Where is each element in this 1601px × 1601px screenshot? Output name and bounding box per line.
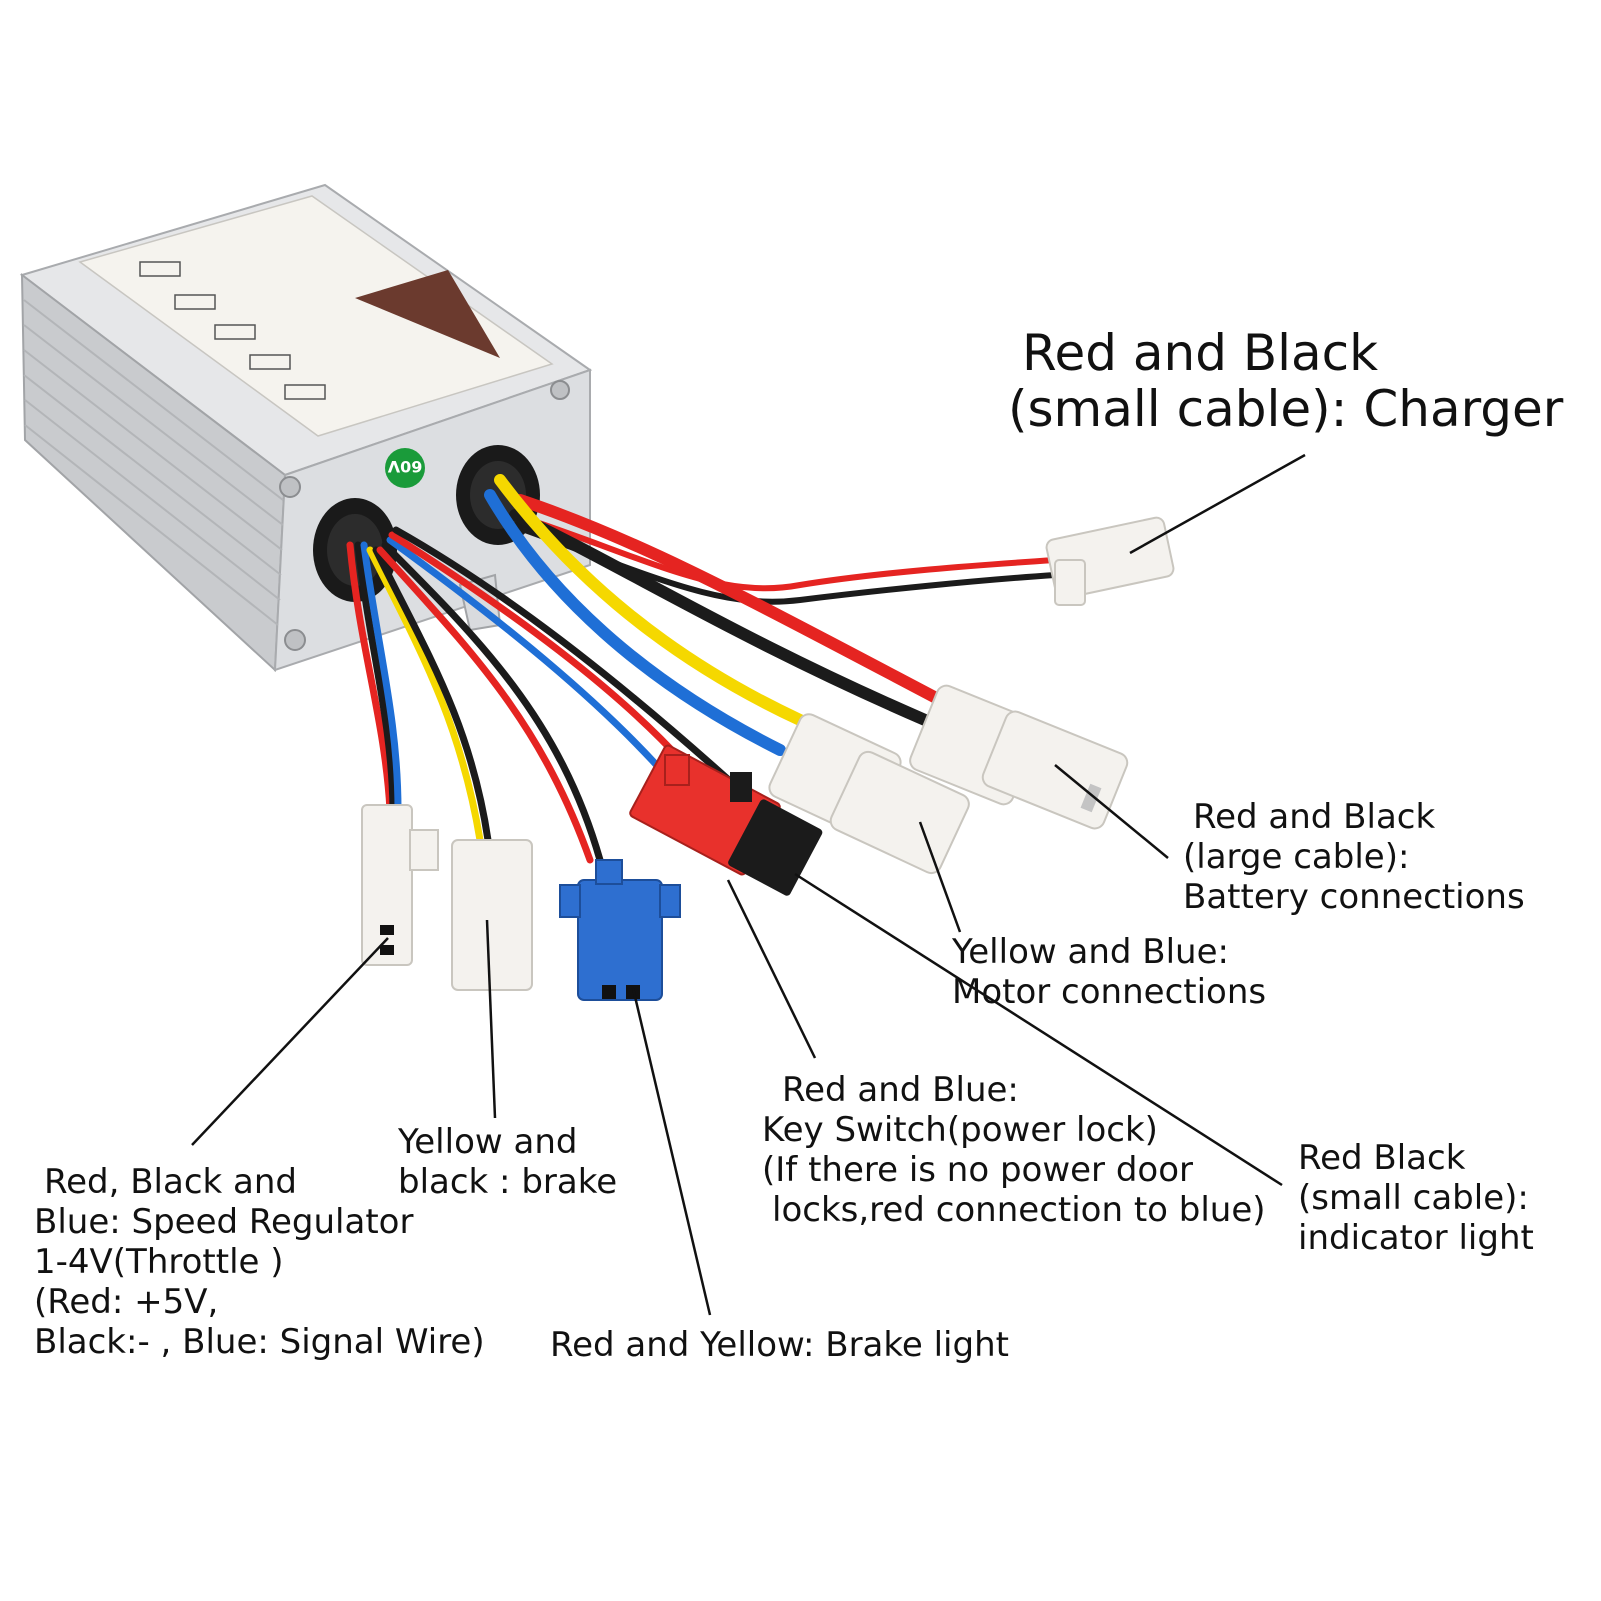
label-indicator-line-3: indicator light bbox=[1298, 1218, 1534, 1258]
label-key-switch-line-4: locks,red connection to blue) bbox=[772, 1190, 1266, 1230]
label-battery-line-1: Red and Black bbox=[1193, 797, 1436, 837]
label-indicator: Red Black (small cable): indicator light bbox=[1298, 1138, 1534, 1258]
label-battery-line-3: Battery connections bbox=[1183, 877, 1525, 917]
label-brake-line-2: black : brake bbox=[398, 1162, 618, 1202]
brake-connector bbox=[451, 839, 533, 991]
charger-connector bbox=[1045, 516, 1175, 606]
cable-grommets bbox=[313, 445, 540, 602]
brake-light-connector bbox=[559, 859, 681, 1001]
label-battery: Red and Black (large cable): Battery con… bbox=[1183, 797, 1525, 917]
leader-battery bbox=[1054, 764, 1169, 859]
label-key-switch-line-3: (If there is no power door bbox=[762, 1150, 1194, 1190]
label-indicator-line-2: (small cable): bbox=[1298, 1178, 1529, 1218]
connectors bbox=[361, 516, 1175, 1001]
label-brake-line-1: Yellow and bbox=[398, 1122, 578, 1162]
label-motor-line-2: Motor connections bbox=[952, 972, 1267, 1012]
battery-connector bbox=[909, 684, 1129, 830]
label-speed-regulator: Red, Black and Blue: Speed Regulator 1-4… bbox=[34, 1162, 485, 1362]
leader-lines bbox=[191, 453, 1306, 1316]
key-switch-connector bbox=[629, 744, 823, 896]
label-charger: Red and Black (small cable): Charger bbox=[1008, 325, 1563, 437]
label-battery-line-2: (large cable): bbox=[1183, 837, 1410, 877]
leader-speed bbox=[191, 937, 389, 1146]
leader-brake-light bbox=[631, 987, 712, 1316]
label-brake-light-line-1: Red and Yellow: Brake light bbox=[550, 1325, 1009, 1365]
label-brake: Yellow and black : brake bbox=[398, 1122, 617, 1202]
motor-connector bbox=[768, 713, 970, 875]
leader-indicator bbox=[794, 872, 1283, 1187]
label-charger-line-1: Red and Black bbox=[1022, 324, 1379, 382]
label-speed-line-3: 1-4V(Throttle ) bbox=[34, 1242, 284, 1282]
leader-key-switch bbox=[726, 879, 817, 1059]
leader-motor bbox=[918, 821, 962, 933]
throttle-connector bbox=[361, 804, 439, 966]
leader-brake bbox=[485, 919, 497, 1119]
label-key-switch: Red and Blue: Key Switch(power lock) (If… bbox=[762, 1070, 1266, 1230]
voltage-sticker: 60V bbox=[385, 448, 425, 488]
label-charger-line-2: (small cable): Charger bbox=[1008, 380, 1564, 438]
label-speed-line-4: (Red: +5V, bbox=[34, 1282, 219, 1322]
sticker-text: 60V bbox=[387, 457, 422, 476]
wires bbox=[346, 474, 1058, 864]
label-indicator-line-1: Red Black bbox=[1298, 1138, 1466, 1178]
label-speed-line-2: Blue: Speed Regulator bbox=[34, 1202, 414, 1242]
label-key-switch-line-2: Key Switch(power lock) bbox=[762, 1110, 1158, 1150]
label-motor-line-1: Yellow and Blue: bbox=[952, 932, 1229, 972]
label-brake-light: Red and Yellow: Brake light bbox=[550, 1325, 1009, 1365]
controller-housing bbox=[19, 183, 593, 673]
label-speed-line-1: Red, Black and bbox=[44, 1162, 297, 1202]
label-speed-line-5: Black:- , Blue: Signal Wire) bbox=[34, 1322, 485, 1362]
label-motor: Yellow and Blue: Motor connections bbox=[952, 932, 1266, 1012]
label-key-switch-line-1: Red and Blue: bbox=[782, 1070, 1019, 1110]
leader-charger bbox=[1129, 453, 1306, 555]
